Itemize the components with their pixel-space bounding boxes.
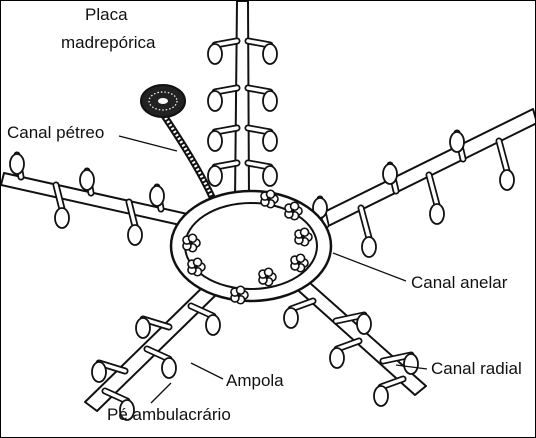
- tube-foot: [374, 379, 403, 406]
- tube-foot: [429, 175, 444, 224]
- label-placa-line2: madrepórica: [61, 33, 156, 52]
- tube-foot: [499, 141, 514, 190]
- leader-pe-ambulacrario: [151, 383, 171, 403]
- tube-foot: [284, 301, 313, 328]
- radial-canal-left: [1, 173, 201, 229]
- label-canal-radial: Canal radial: [431, 359, 522, 378]
- stone-canal: [161, 111, 213, 199]
- tube-foot: [248, 41, 277, 64]
- madreporite-plate: [141, 85, 185, 117]
- label-ampola: Ampola: [226, 371, 284, 390]
- tube-foot: [248, 88, 277, 111]
- radial-canal-top: [235, 1, 249, 201]
- label-canal-petreo: Canal pétreo: [7, 123, 104, 142]
- tube-foot: [330, 341, 359, 368]
- tube-foot: [361, 208, 376, 257]
- leader-ampola: [191, 363, 223, 379]
- label-canal-anelar: Canal anelar: [411, 273, 507, 292]
- label-pe-ambulacrario: Pé ambulacrário: [107, 405, 231, 424]
- tube-foot: [208, 163, 237, 186]
- label-placa-line1: Placa: [85, 5, 128, 24]
- tube-foot: [208, 128, 237, 151]
- tube-foot: [248, 128, 277, 151]
- tube-foot: [191, 306, 220, 335]
- leader-canal-petreo: [119, 136, 177, 151]
- tube-foot: [10, 154, 24, 177]
- tube-foot: [208, 41, 237, 64]
- tube-foot: [147, 349, 176, 378]
- tube-foot: [208, 88, 237, 111]
- radial-canal-right: [306, 109, 536, 235]
- tube-foot: [248, 163, 277, 186]
